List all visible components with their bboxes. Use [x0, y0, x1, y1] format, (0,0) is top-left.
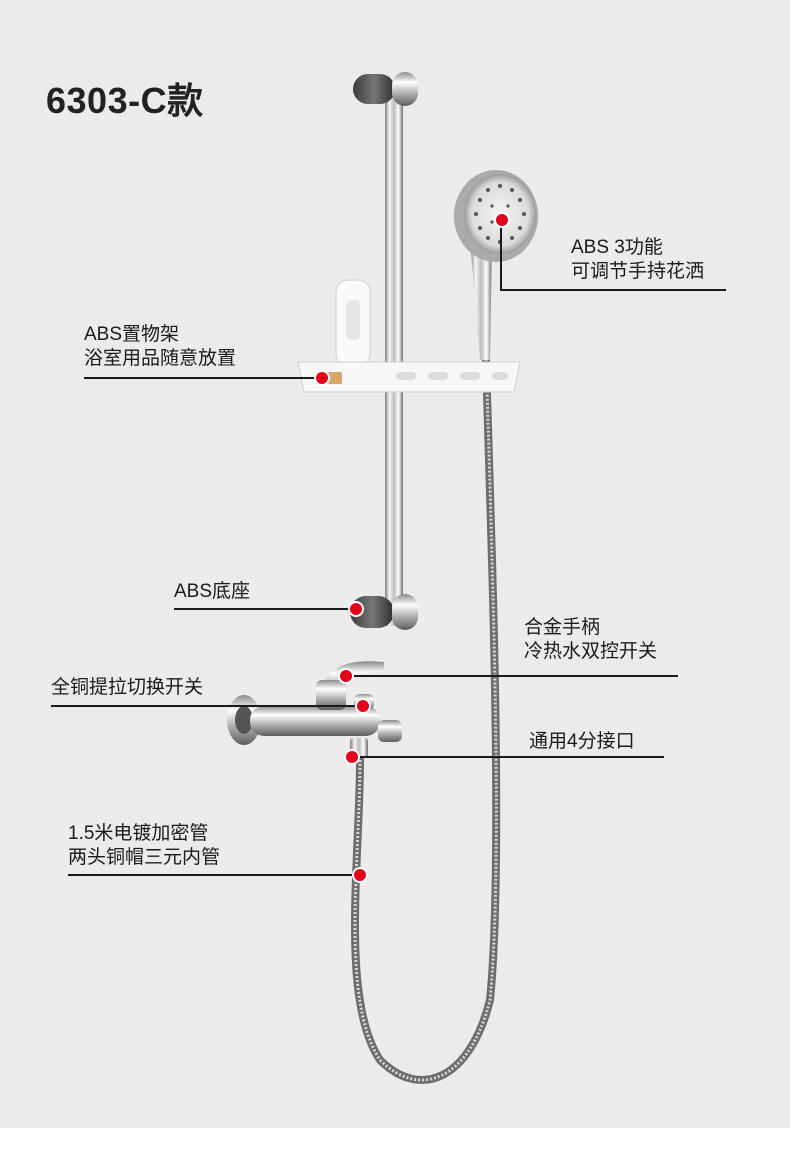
handheld-shower-marker	[494, 212, 510, 228]
handheld-shower-label: ABS 3功能 可调节手持花洒	[571, 236, 704, 284]
diverter-label: 全铜提拉切换开关	[51, 676, 203, 700]
diverter-label-line1: 全铜提拉切换开关	[51, 677, 204, 698]
base-label: ABS底座	[174, 580, 250, 604]
shelf-label-line2: 浴室用品随意放置	[84, 348, 237, 369]
bottom-band	[0, 1128, 790, 1150]
diverter-leader	[51, 705, 363, 707]
shelf-label: ABS置物架 浴室用品随意放置	[84, 323, 236, 371]
base-marker	[348, 601, 364, 617]
handle-label: 合金手柄 冷热水双控开关	[524, 616, 657, 664]
connector-label: 通用4分接口	[529, 730, 635, 754]
handheld-shower-label-line1: ABS 3功能	[571, 237, 663, 258]
handheld-shower-leader-v	[500, 218, 502, 290]
faucet-body	[250, 706, 380, 736]
diverter-marker	[355, 698, 371, 714]
faucet-spout	[378, 720, 402, 742]
shelf-leader	[84, 377, 324, 379]
slide-bar	[385, 86, 403, 626]
hose-marker	[352, 867, 368, 883]
handle-leader	[346, 675, 678, 677]
handle-label-line2: 冷热水双控开关	[524, 641, 658, 662]
hose-label: 1.5米电镀加密管 两头铜帽三元内管	[68, 822, 220, 870]
handle-label-line1: 合金手柄	[524, 617, 601, 638]
base-label-line1: ABS底座	[174, 581, 251, 602]
handheld-shower-label-line2: 可调节手持花洒	[571, 261, 705, 282]
handheld-handle	[470, 240, 492, 360]
handle-marker	[338, 668, 354, 684]
connector-label-line1: 通用4分接口	[529, 731, 635, 752]
connector-marker	[344, 749, 360, 765]
hose-label-line1: 1.5米电镀加密管	[68, 823, 209, 844]
connector-leader	[352, 756, 664, 758]
model-title: 6303-C款	[46, 80, 204, 121]
hose-label-line2: 两头铜帽三元内管	[68, 847, 221, 868]
shelf-label-line1: ABS置物架	[84, 324, 180, 345]
base-leader	[174, 608, 356, 610]
shelf-marker	[314, 370, 330, 386]
top-bracket	[353, 74, 395, 104]
handheld-shower-leader-h	[500, 289, 726, 291]
hose-leader	[68, 874, 360, 876]
